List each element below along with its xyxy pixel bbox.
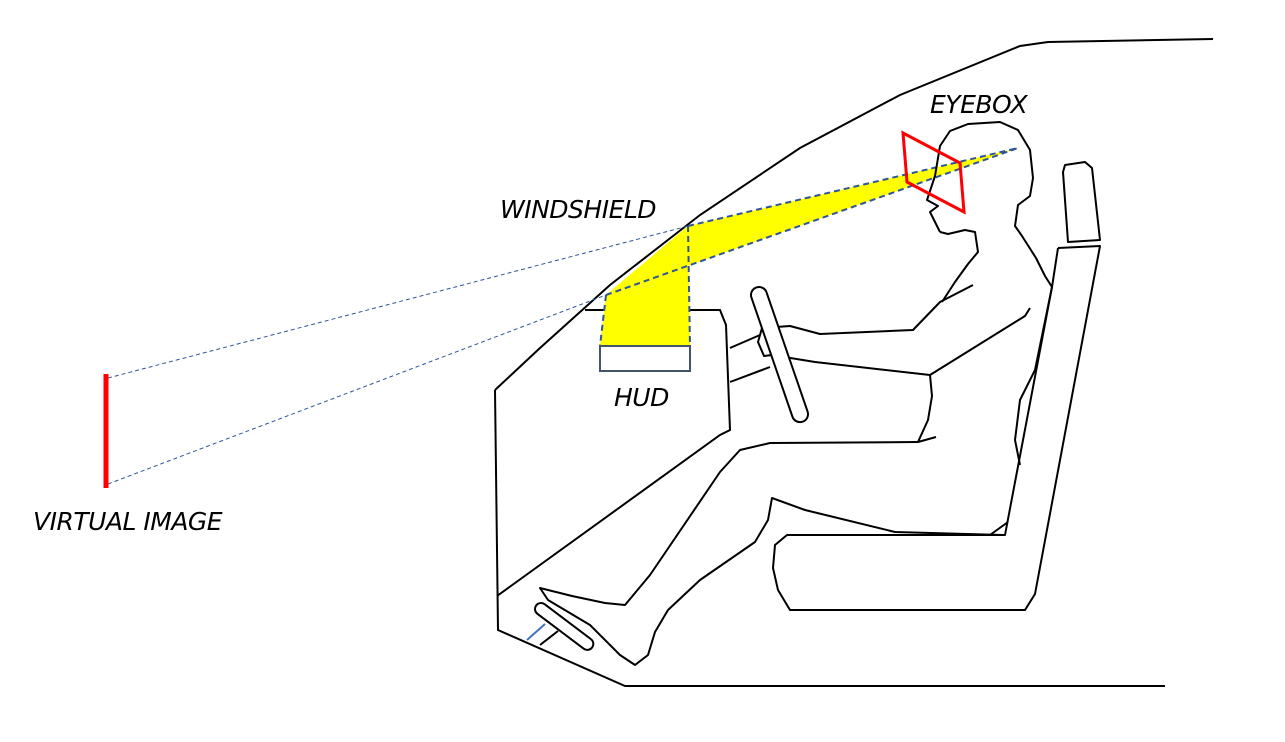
seat — [772, 161, 1101, 611]
pedal — [526, 602, 595, 651]
eyebox-frame — [901, 130, 966, 215]
ray-lines — [107, 147, 1019, 485]
headrest — [1062, 161, 1101, 243]
hud-unit — [599, 345, 691, 372]
eyebox-label: EYEBOX — [930, 90, 1028, 119]
windshield-label: WINDSHIELD — [500, 195, 657, 224]
car-floor — [494, 389, 1165, 687]
hud-label: HUD — [614, 383, 669, 412]
virtual-image-label: VIRTUAL IMAGE — [33, 507, 223, 536]
car-roof-and-windshield — [494, 38, 1214, 391]
steering-wheel — [729, 286, 810, 424]
dashboard — [496, 309, 732, 597]
